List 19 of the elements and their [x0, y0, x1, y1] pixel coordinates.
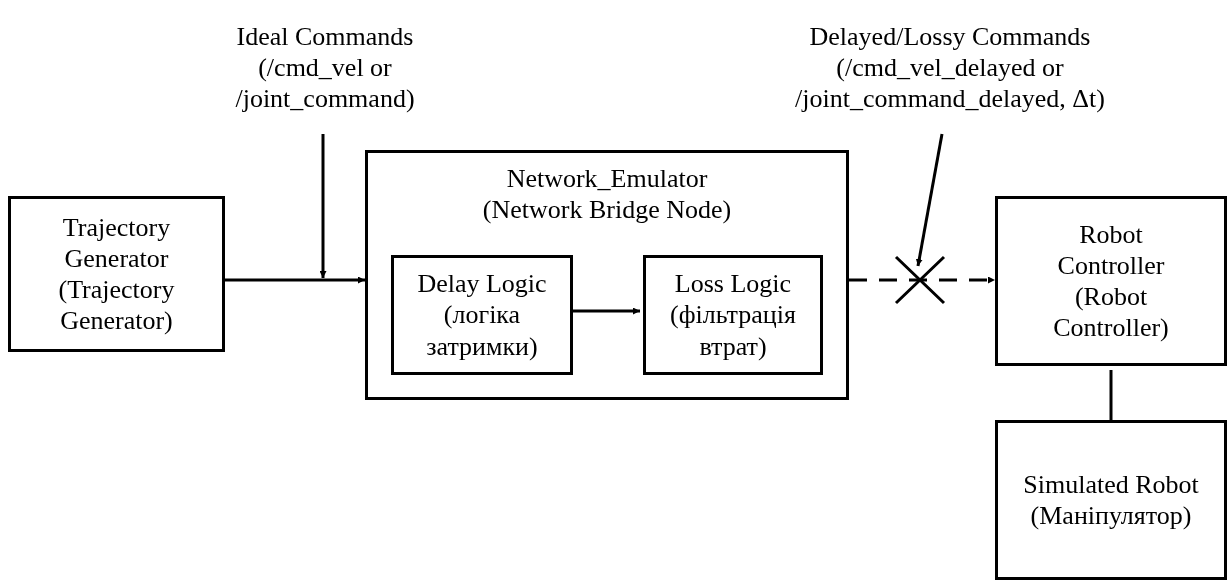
- process-box: [643, 255, 823, 375]
- arrow: [319, 134, 327, 278]
- annotation-text: Delayed/Lossy Commands (/cmd_vel_delayed or /joint_command_delayed, Δt): [720, 5, 1180, 130]
- connector-line: [1109, 370, 1113, 420]
- annotation-text: Ideal Commands (/cmd_vel or /joint_command): [200, 5, 450, 130]
- arrow: [225, 276, 365, 284]
- process-box: [391, 255, 573, 375]
- box-label: Simulated Robot (Маніпулятор): [1022, 468, 1200, 532]
- process-box: [365, 150, 849, 400]
- box-label: Trajectory Generator (Trajectory Generator): [57, 211, 176, 337]
- box-label: Delay Logic (логіка затримки): [416, 268, 548, 362]
- process-box: [995, 420, 1227, 580]
- process-box: [8, 196, 225, 352]
- arrow: [849, 276, 995, 284]
- box-label: Network_Emulator (Network Bridge Node): [481, 163, 733, 226]
- process-box: [995, 196, 1227, 366]
- box-label: Loss Logic (фільтрація втрат): [669, 268, 797, 362]
- arrow: [915, 133, 944, 267]
- box-label: Robot Controller (Robot Controller): [1052, 218, 1170, 344]
